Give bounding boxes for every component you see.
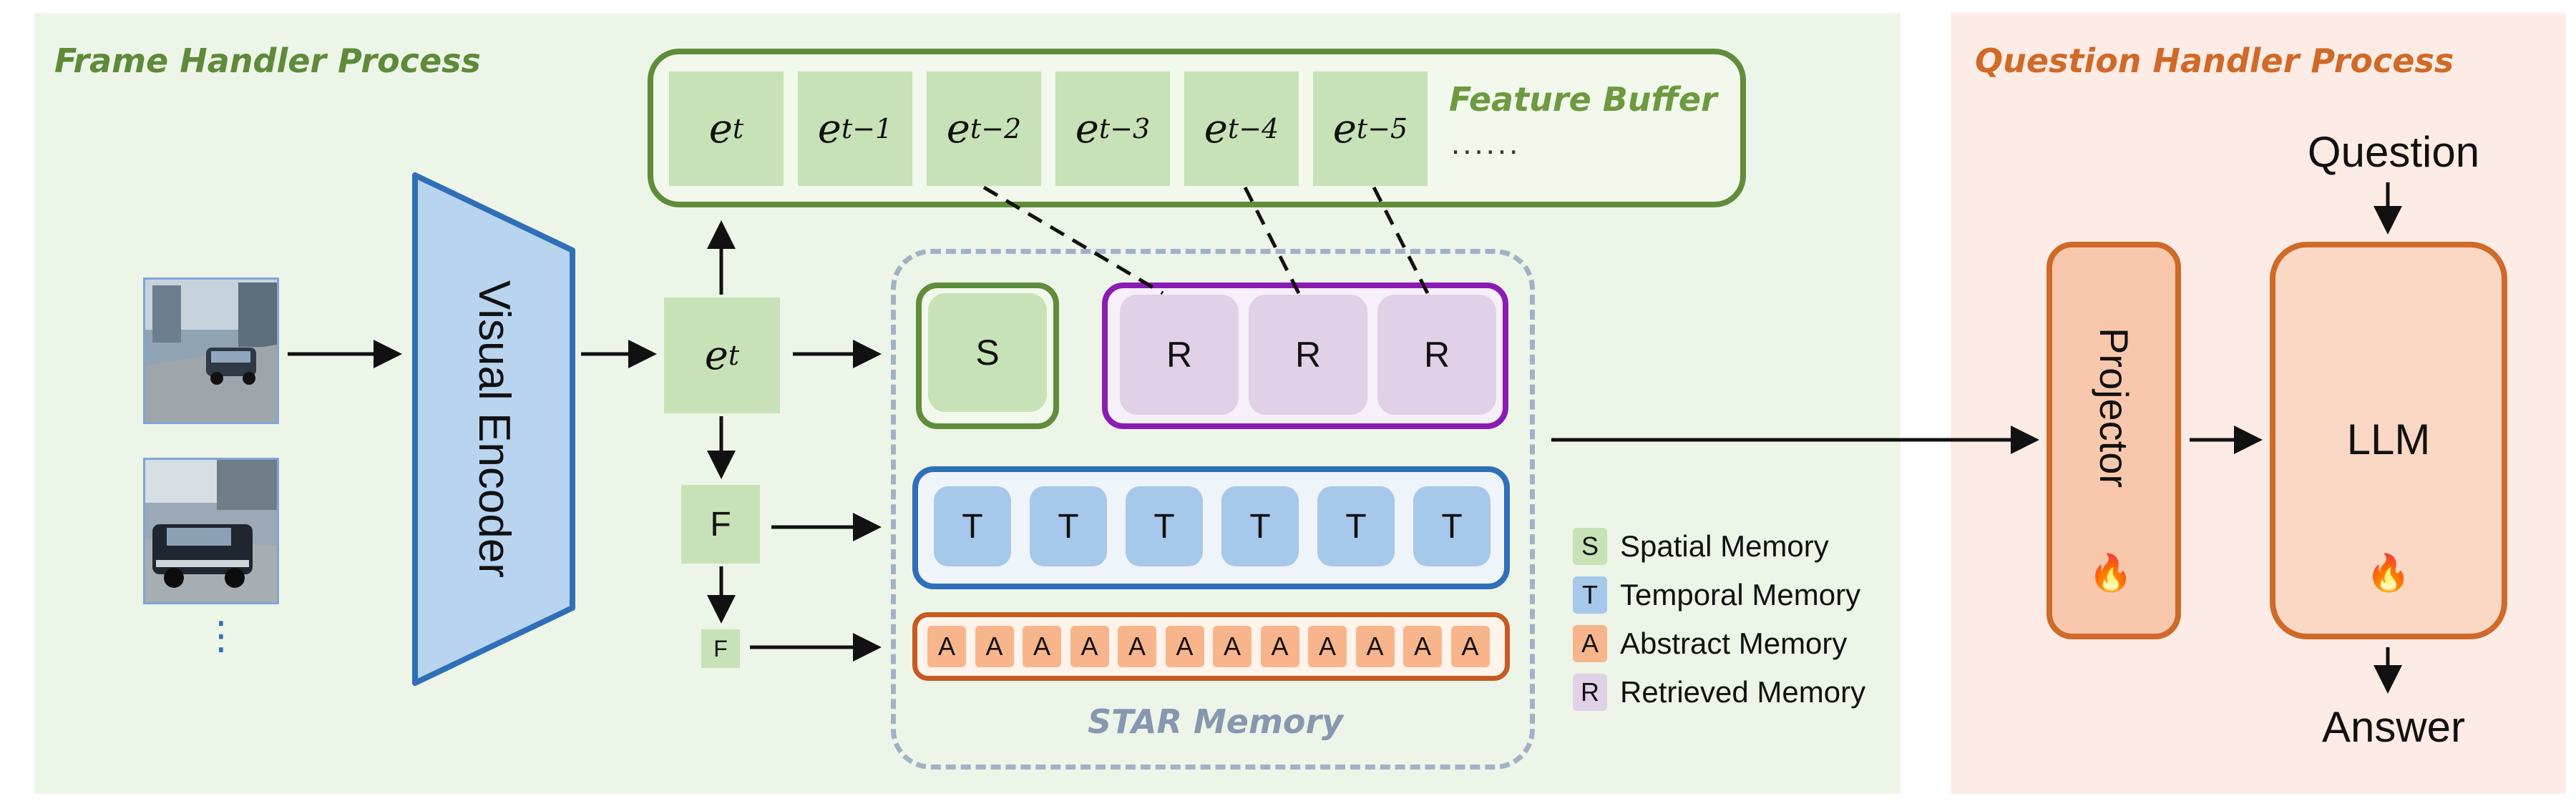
feature-f-large: F xyxy=(681,485,760,564)
legend-chip: A xyxy=(1573,625,1607,662)
temporal-memory-cell: T xyxy=(1030,486,1107,566)
answer-label: Answer xyxy=(2321,703,2466,751)
video-frame-1 xyxy=(143,277,279,424)
abstract-memory-cell: A xyxy=(1355,626,1395,667)
legend-chip: R xyxy=(1573,674,1607,711)
llm-flame-icon: 🔥 xyxy=(2366,553,2411,593)
feature-buffer-more: ...... xyxy=(1451,126,1521,161)
abstract-memory-cell: A xyxy=(1450,626,1490,667)
temporal-memory-cell: T xyxy=(1221,486,1299,566)
retrieved-memory-cell: R xyxy=(1120,295,1239,415)
abstract-memory-cell: A xyxy=(1023,626,1061,667)
abstract-memory-cell: A xyxy=(1260,626,1299,667)
retrieval-link-2 xyxy=(1243,186,1301,295)
llm-block xyxy=(2270,242,2507,639)
temporal-memory-box xyxy=(912,466,1510,589)
spatial-memory-cell: S xyxy=(928,293,1047,412)
feature-f-small: F xyxy=(701,629,740,668)
abstract-memory-cell: A xyxy=(1213,626,1252,667)
question-label: Question xyxy=(2307,128,2480,176)
abstract-memory-cell: A xyxy=(975,626,1014,667)
abstract-memory-cell: A xyxy=(1308,626,1347,667)
frame-handler-title: Frame Handler Process xyxy=(54,41,481,80)
legend-chip: S xyxy=(1573,528,1607,565)
retrieved-memory-cell: R xyxy=(1377,295,1496,415)
projector-flame-icon: 🔥 xyxy=(2088,553,2134,593)
projector-block xyxy=(2046,242,2181,639)
legend-label: Retrieved Memory xyxy=(1620,675,1866,709)
legend-label: Abstract Memory xyxy=(1620,626,1848,660)
temporal-memory-cell: T xyxy=(934,486,1011,566)
retrieved-memory-cell: R xyxy=(1249,295,1367,415)
video-frame-2 xyxy=(143,458,279,604)
feature-buffer-label: Feature Buffer xyxy=(1449,80,1717,119)
abstract-memory-cell: A xyxy=(927,626,966,667)
abstract-memory-cell: A xyxy=(1070,626,1109,667)
abstract-memory-cell: A xyxy=(1118,626,1156,667)
abstract-memory-cell: A xyxy=(1165,626,1204,667)
legend-chip: T xyxy=(1573,576,1607,614)
abstract-memory-cell: A xyxy=(1403,626,1442,667)
temporal-memory-cell: T xyxy=(1413,486,1491,566)
legend-label: Temporal Memory xyxy=(1620,578,1861,611)
question-handler-title: Question Handler Process xyxy=(1975,41,2454,80)
temporal-memory-cell: T xyxy=(1317,486,1395,566)
visual-encoder xyxy=(411,172,576,687)
retrieval-link-3 xyxy=(1372,186,1430,295)
star-memory-container xyxy=(891,249,1535,770)
legend-label: Spatial Memory xyxy=(1620,529,1829,563)
star-memory-label: STAR Memory xyxy=(1088,702,1344,741)
retrieval-link-1 xyxy=(982,185,1164,295)
llm-label: LLM xyxy=(2346,416,2431,463)
temporal-memory-cell: T xyxy=(1126,486,1203,566)
